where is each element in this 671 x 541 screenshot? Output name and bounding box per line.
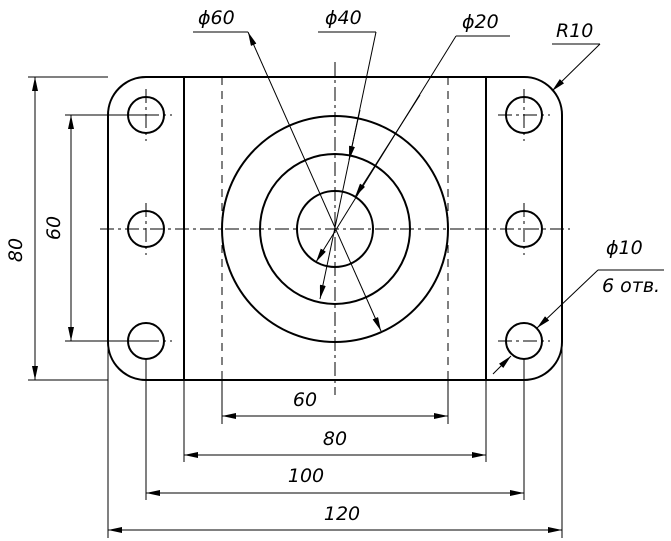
dimension-80-horizontal: 80 (183, 380, 487, 462)
label-holes: 6 отв. (602, 275, 660, 297)
label-60-horizontal: 60 (293, 389, 317, 411)
label-100-horizontal: 100 (288, 465, 324, 487)
label-d20: ϕ20 (462, 11, 499, 33)
label-80-vertical: 80 (5, 238, 27, 262)
label-60-vertical: 60 (43, 216, 65, 240)
dimension-100-horizontal: 100 (145, 359, 525, 500)
label-r10: R10 (556, 20, 593, 42)
label-d10: ϕ10 (606, 237, 643, 259)
dimension-120-horizontal: 120 (107, 345, 563, 538)
label-d40: ϕ40 (325, 7, 362, 29)
dimension-80-vertical: 80 (5, 76, 108, 381)
leader-d20: ϕ20 (315, 11, 510, 263)
label-80-horizontal: 80 (323, 428, 347, 450)
leader-r10: R10 (551, 20, 601, 92)
label-d60: ϕ60 (198, 7, 235, 29)
leader-d10: ϕ10 6 отв. (492, 237, 664, 375)
label-120-horizontal: 120 (324, 503, 360, 525)
dimension-60-vertical: 60 (43, 114, 146, 342)
leader-d40: ϕ40 (318, 7, 377, 300)
leader-d60: ϕ60 (193, 7, 382, 332)
dimension-60-horizontal: 60 (221, 380, 449, 424)
